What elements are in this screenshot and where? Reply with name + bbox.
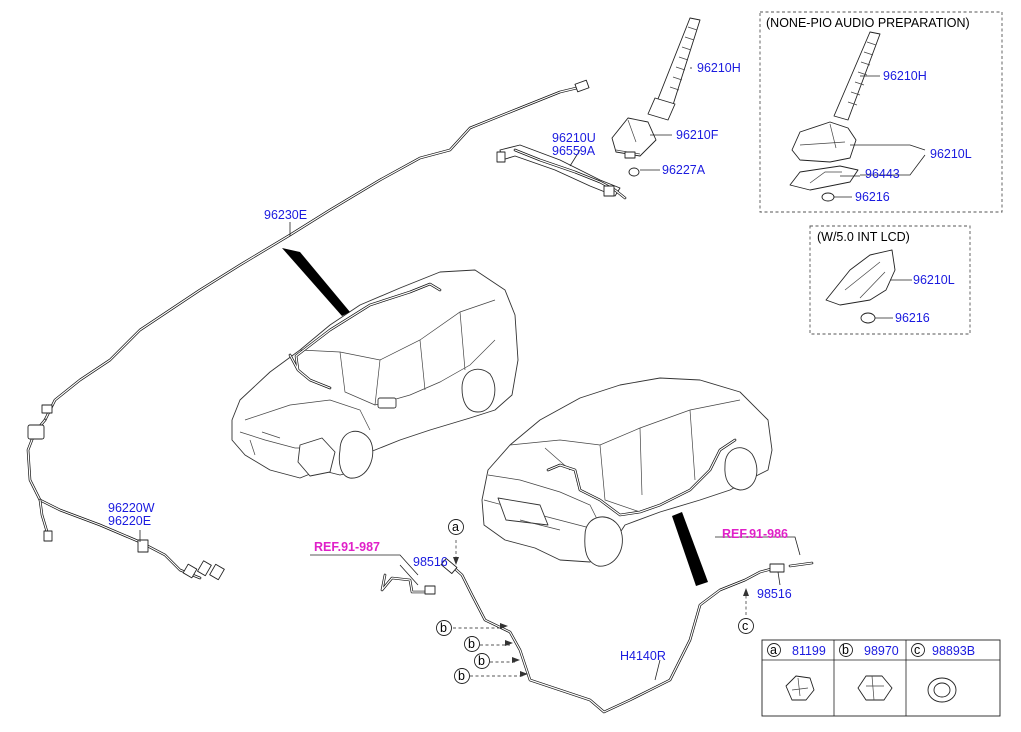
label-96227a: 96227A (662, 163, 706, 177)
callouts (436, 519, 754, 684)
label-96220e: 96220E (108, 514, 151, 528)
legend-letter-c: c (914, 643, 920, 657)
label-96210l-inset2: 96210L (913, 273, 955, 287)
label-96210u: 96210U (552, 131, 596, 145)
label-98516-left: 98516 (413, 555, 448, 569)
pointer-arrow-2 (672, 512, 708, 586)
label-96216-inset2: 96216 (895, 311, 930, 325)
ref-91-987: REF.91-987 (314, 540, 380, 554)
legend-letter-a: a (770, 643, 777, 657)
callout-b-4: b (458, 669, 465, 683)
callout-b-2: b (468, 637, 475, 651)
callout-b-3: b (478, 654, 485, 668)
inset-title-w50: (W/5.0 INT LCD) (817, 230, 910, 244)
label-96443: 96443 (865, 167, 900, 181)
inset-none-pio (759, 11, 1003, 213)
legend-part-a: 81199 (792, 644, 826, 658)
callout-a: a (452, 520, 459, 534)
front-harness-96220w (26, 418, 225, 581)
label-h4140r: H4140R (620, 649, 666, 663)
ref-91-986: REF.91-986 (722, 527, 788, 541)
label-96210l-inset1: 96210L (930, 147, 972, 161)
clip-legend-table (761, 639, 1001, 717)
inset-w50-int-lcd (809, 225, 971, 335)
label-96230e: 96230E (264, 208, 307, 222)
label-96210f: 96210F (676, 128, 719, 142)
legend-part-b: 98970 (864, 644, 899, 658)
label-96220w: 96220W (108, 501, 155, 515)
vehicle-front-view (231, 248, 519, 479)
label-96210h-inset: 96210H (883, 69, 927, 83)
vehicle-rear-view (481, 377, 773, 586)
roof-harness-96230e (41, 79, 590, 422)
pointer-arrow-1 (282, 248, 350, 316)
label-96210h-main: 96210H (697, 61, 741, 75)
callout-c: c (742, 619, 748, 633)
legend-part-c: 98893B (932, 644, 975, 658)
label-96559a: 96559A (552, 144, 596, 158)
callout-b-1: b (440, 621, 447, 635)
rear-harness-h4140r (310, 536, 814, 714)
label-98516-right: 98516 (757, 587, 792, 601)
roof-antenna-assembly (496, 17, 701, 200)
label-96216-inset1: 96216 (855, 190, 890, 204)
legend-letter-b: b (842, 643, 849, 657)
inset-title-none-pio: (NONE-PIO AUDIO PREPARATION) (766, 16, 970, 30)
